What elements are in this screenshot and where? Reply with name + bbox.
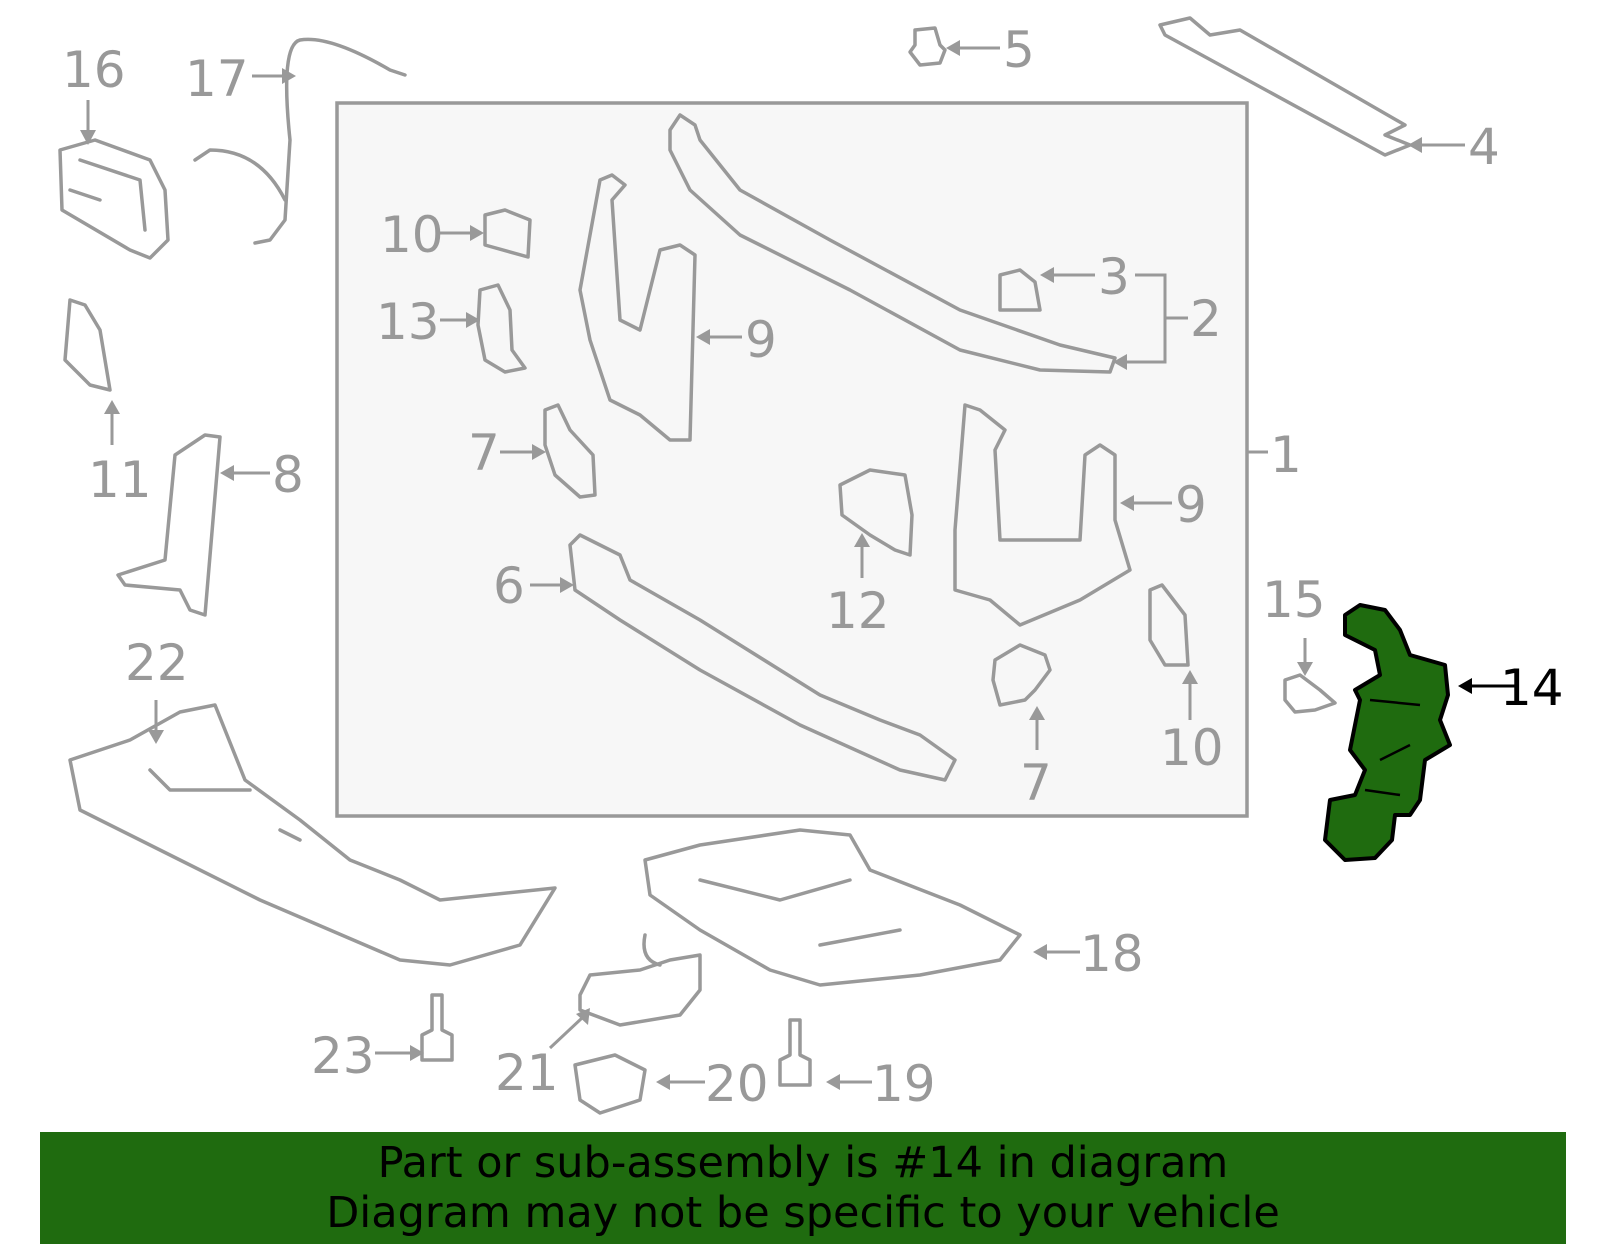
callout-13[interactable]: 13 <box>376 293 440 351</box>
part-13-bracket[interactable] <box>476 283 527 374</box>
callout-23[interactable]: 23 <box>311 1027 375 1085</box>
part-11-bracket[interactable] <box>63 298 112 392</box>
part-16-module[interactable] <box>58 138 170 260</box>
callout-10-lower[interactable]: 10 <box>1160 719 1224 777</box>
callout-15[interactable]: 15 <box>1262 571 1326 629</box>
part-10-upper-left[interactable] <box>483 208 532 259</box>
part-10-lower-right[interactable] <box>1148 583 1190 667</box>
part-2-upper-support[interactable] <box>668 113 1117 374</box>
callout-labels: 1 2 3 4 5 6 7 7 8 9 9 10 10 11 12 13 14 … <box>62 21 1564 1113</box>
callout-9-left[interactable]: 9 <box>745 311 777 369</box>
part-21-bracket[interactable] <box>578 933 702 1027</box>
callout-9-right[interactable]: 9 <box>1175 476 1207 534</box>
callout-8[interactable]: 8 <box>272 446 304 504</box>
part-19-bolt[interactable] <box>778 1018 812 1087</box>
part-23-bolt[interactable] <box>420 993 454 1062</box>
callout-16[interactable]: 16 <box>62 41 126 99</box>
callout-5[interactable]: 5 <box>1003 21 1035 79</box>
banner-line-1: Part or sub-assembly is #14 in diagram <box>377 1138 1229 1188</box>
callout-11[interactable]: 11 <box>88 451 152 509</box>
part-5-clip[interactable] <box>908 26 947 67</box>
callout-20[interactable]: 20 <box>705 1055 769 1113</box>
callout-21[interactable]: 21 <box>495 1044 559 1102</box>
callout-7-lower[interactable]: 7 <box>1020 754 1052 812</box>
part-3-clip[interactable] <box>998 268 1042 312</box>
callout-18[interactable]: 18 <box>1080 925 1144 983</box>
part-22-under-cover[interactable] <box>68 703 557 967</box>
callout-12[interactable]: 12 <box>826 582 890 640</box>
callout-1[interactable]: 1 <box>1270 426 1302 484</box>
callout-2[interactable]: 2 <box>1190 290 1222 348</box>
part-15-clip[interactable] <box>1283 673 1337 714</box>
callout-3[interactable]: 3 <box>1098 248 1130 306</box>
part-9-left-support[interactable] <box>578 173 697 442</box>
part-4-seal[interactable] <box>1158 16 1412 157</box>
part-14-highlighted[interactable] <box>1323 603 1452 862</box>
part-14-detail-lines <box>1364 698 1421 797</box>
part-6-lower-support[interactable] <box>568 533 957 782</box>
part-9-right-support[interactable] <box>953 403 1132 627</box>
part-12-bracket[interactable] <box>838 468 914 557</box>
part-8-brace[interactable] <box>116 433 222 617</box>
callout-19[interactable]: 19 <box>872 1055 936 1113</box>
part-20-mount[interactable] <box>573 1053 647 1115</box>
part-17-wire-harness[interactable] <box>193 37 407 245</box>
part-7-lower-bracket[interactable] <box>991 643 1052 707</box>
callout-17[interactable]: 17 <box>185 50 249 108</box>
part-18-under-cover[interactable] <box>643 828 1022 987</box>
leader-arrows <box>80 40 1515 1090</box>
callout-4[interactable]: 4 <box>1468 118 1500 176</box>
assembly-box <box>335 101 1249 818</box>
callout-7-upper[interactable]: 7 <box>468 424 500 482</box>
info-banner: Part or sub-assembly is #14 in diagram D… <box>40 1132 1566 1244</box>
part-7-upper-bracket[interactable] <box>543 403 597 499</box>
callout-10-upper[interactable]: 10 <box>380 206 444 264</box>
banner-line-2: Diagram may not be specific to your vehi… <box>326 1188 1280 1238</box>
callout-14[interactable]: 14 <box>1500 659 1564 717</box>
callout-6[interactable]: 6 <box>493 557 525 615</box>
callout-22[interactable]: 22 <box>125 634 189 692</box>
